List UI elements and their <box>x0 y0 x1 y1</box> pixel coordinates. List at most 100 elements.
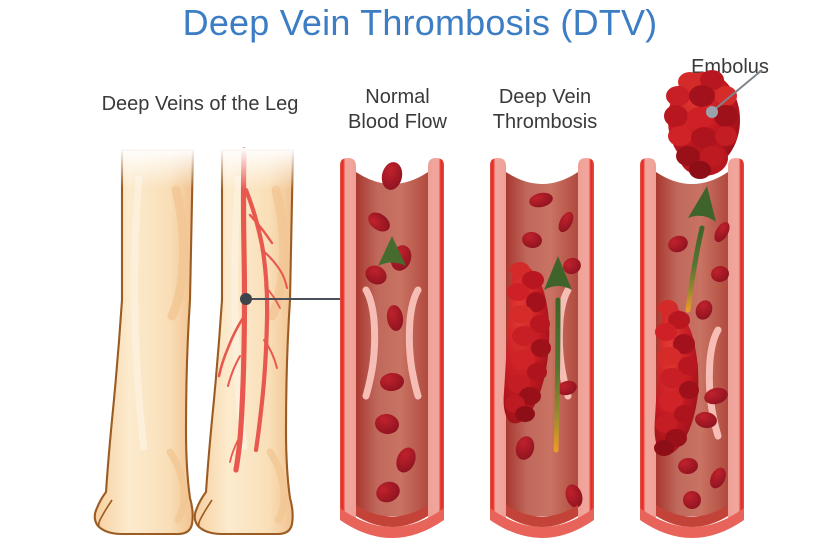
leg-right <box>193 147 298 536</box>
valve-leaflet-right <box>405 286 422 400</box>
clot-lobe <box>655 323 677 341</box>
rbc <box>563 257 581 275</box>
embolus-callout-leader <box>706 69 763 118</box>
leg-left-ankle-shading <box>166 448 188 524</box>
rbc <box>683 491 701 509</box>
vessel3-base-shadow <box>656 505 728 527</box>
clot-lobe <box>655 415 677 433</box>
rbc <box>557 380 577 396</box>
leg-left <box>93 148 198 536</box>
vessel2-wall-right <box>578 158 594 520</box>
vein-tributary-4 <box>217 316 245 378</box>
leg-right-calf-shading <box>267 185 289 321</box>
rbc <box>365 265 387 285</box>
vessel-normal-blood-flow <box>340 158 444 538</box>
rbc <box>368 212 390 232</box>
vessel3-wall-right <box>728 158 744 520</box>
rbc <box>711 265 729 283</box>
valve-leaflet-left <box>362 286 379 400</box>
arrow-shaft <box>685 225 705 313</box>
embolus-lobe <box>676 146 700 166</box>
rbc <box>668 235 688 253</box>
clot-lobe <box>509 305 533 323</box>
clot-lobe <box>511 350 535 370</box>
clot-lobe <box>658 300 678 316</box>
vessel2-flow-arrow <box>544 256 572 453</box>
vessel3-residual-thrombus <box>654 300 699 456</box>
leg-marker-dot <box>240 293 252 305</box>
clot-lobe <box>668 311 690 329</box>
clot-lobe <box>530 315 550 333</box>
clot-lobe <box>654 440 674 456</box>
vessel3-flow-arrow <box>685 186 716 313</box>
label-normal-blood-flow: Normal Blood Flow <box>348 86 447 133</box>
clot-lobe <box>657 347 681 365</box>
clot-lobe <box>673 334 695 354</box>
embolus-lobe <box>666 86 690 106</box>
clot-lobe <box>515 406 535 422</box>
vessel2-thrombus <box>503 262 551 424</box>
embolus-lobe <box>700 70 724 90</box>
embolus-lobe <box>689 85 715 107</box>
deep-vein-network <box>217 147 289 473</box>
clot-lobe <box>526 292 546 312</box>
leader-line <box>713 69 763 111</box>
clot-lobe <box>660 368 684 388</box>
embolus-lobe <box>715 126 737 146</box>
rbc <box>376 481 400 503</box>
vessel3-blood-cells <box>668 222 730 509</box>
leg-left-silhouette <box>93 148 195 536</box>
vein-lateral-branch <box>243 187 270 453</box>
embolus-marker-dot <box>706 106 718 118</box>
vessel1-base-shadow <box>356 505 428 527</box>
label-deep-vein-thrombosis: Deep Vein Thrombosis <box>492 86 598 133</box>
vessel-embolism <box>640 69 763 538</box>
vessel3-wall-left <box>640 158 656 520</box>
vessel-deep-vein-thrombosis <box>490 158 594 538</box>
arrow-head <box>544 256 572 290</box>
rbc <box>714 222 730 242</box>
leg-right-ankle-shading <box>266 448 288 524</box>
vein-tributary-2 <box>260 248 289 290</box>
leg-left-highlight <box>131 175 148 451</box>
clot-lobe <box>674 405 694 423</box>
rbc <box>522 231 542 249</box>
clot-lobe <box>512 326 536 346</box>
vein-tributary-5 <box>227 355 241 387</box>
clot-lobe <box>659 392 683 412</box>
vein-tributary-1 <box>248 213 274 245</box>
clot-lobe <box>527 363 547 381</box>
rbc <box>565 484 583 508</box>
clot-lobe <box>507 283 529 301</box>
clot-lobe <box>522 271 544 289</box>
embolus-lobe <box>689 161 711 179</box>
rbc <box>558 211 574 233</box>
leg-left-top-fade <box>108 148 198 188</box>
clot-lobe <box>519 387 541 405</box>
label-deep-veins-of-the-leg: Deep Veins of the Leg <box>101 93 299 115</box>
embolus-mass <box>664 70 740 179</box>
embolus-lobe <box>664 105 688 127</box>
vessel1-wall-right <box>428 158 444 520</box>
vessel1-base-cap <box>340 508 444 538</box>
leg-left-heel-line <box>97 499 113 531</box>
rbc <box>695 411 717 429</box>
embolus-lobe <box>714 105 738 127</box>
clot-lobe <box>679 381 699 399</box>
vessel1-blood-cells <box>365 162 416 503</box>
arrow-head <box>688 186 716 222</box>
vessel2-base-shadow <box>506 505 578 527</box>
vessel1-valve <box>362 286 422 400</box>
rbc <box>704 387 728 405</box>
vessel1-flow-arrow <box>378 236 406 470</box>
vein-main-trunk <box>233 147 248 473</box>
vessel1-wall-left <box>340 158 356 520</box>
leg-right-heel-line <box>197 499 213 531</box>
leg-left-calf-shading <box>167 185 189 321</box>
vessel3-base-cap <box>640 508 744 538</box>
vein-tributary-6 <box>263 339 278 369</box>
rbc <box>678 457 698 475</box>
rbc <box>381 162 403 190</box>
embolus-lobe <box>715 86 737 106</box>
